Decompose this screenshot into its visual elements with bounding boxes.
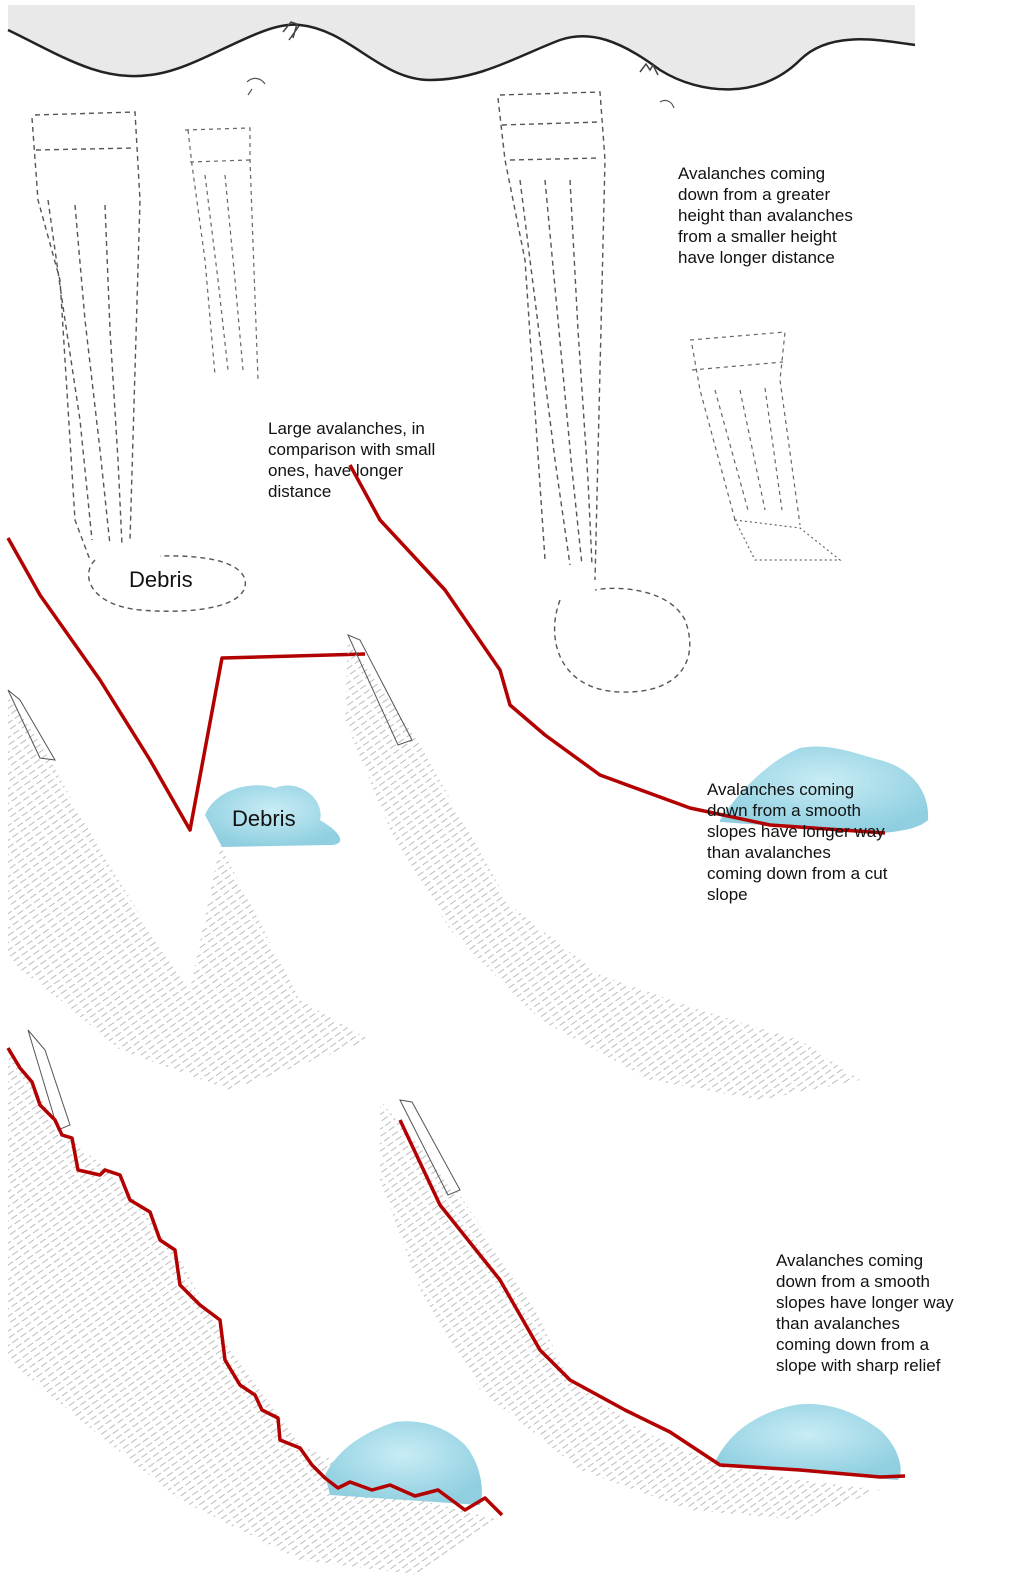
caption-cut-slope-comparison: Avalanches coming down from a smooth slo… [707,779,947,905]
debris-label-top: Debris [129,567,193,593]
slope-cut [8,690,370,1090]
caption-height-comparison: Avalanches coming down from a greater he… [678,163,918,268]
debris-label-middle: Debris [232,806,296,832]
mountain-ridge [8,5,915,108]
avalanche-track-low [690,332,840,560]
debris-smooth-2 [715,1404,901,1480]
avalanche-track-small [185,128,258,380]
caption-sharp-relief-comparison: Avalanches coming down from a smooth slo… [776,1250,1011,1376]
avalanche-track-high [498,92,690,692]
caption-size-comparison: Large avalanches, in comparison with sma… [268,418,493,502]
